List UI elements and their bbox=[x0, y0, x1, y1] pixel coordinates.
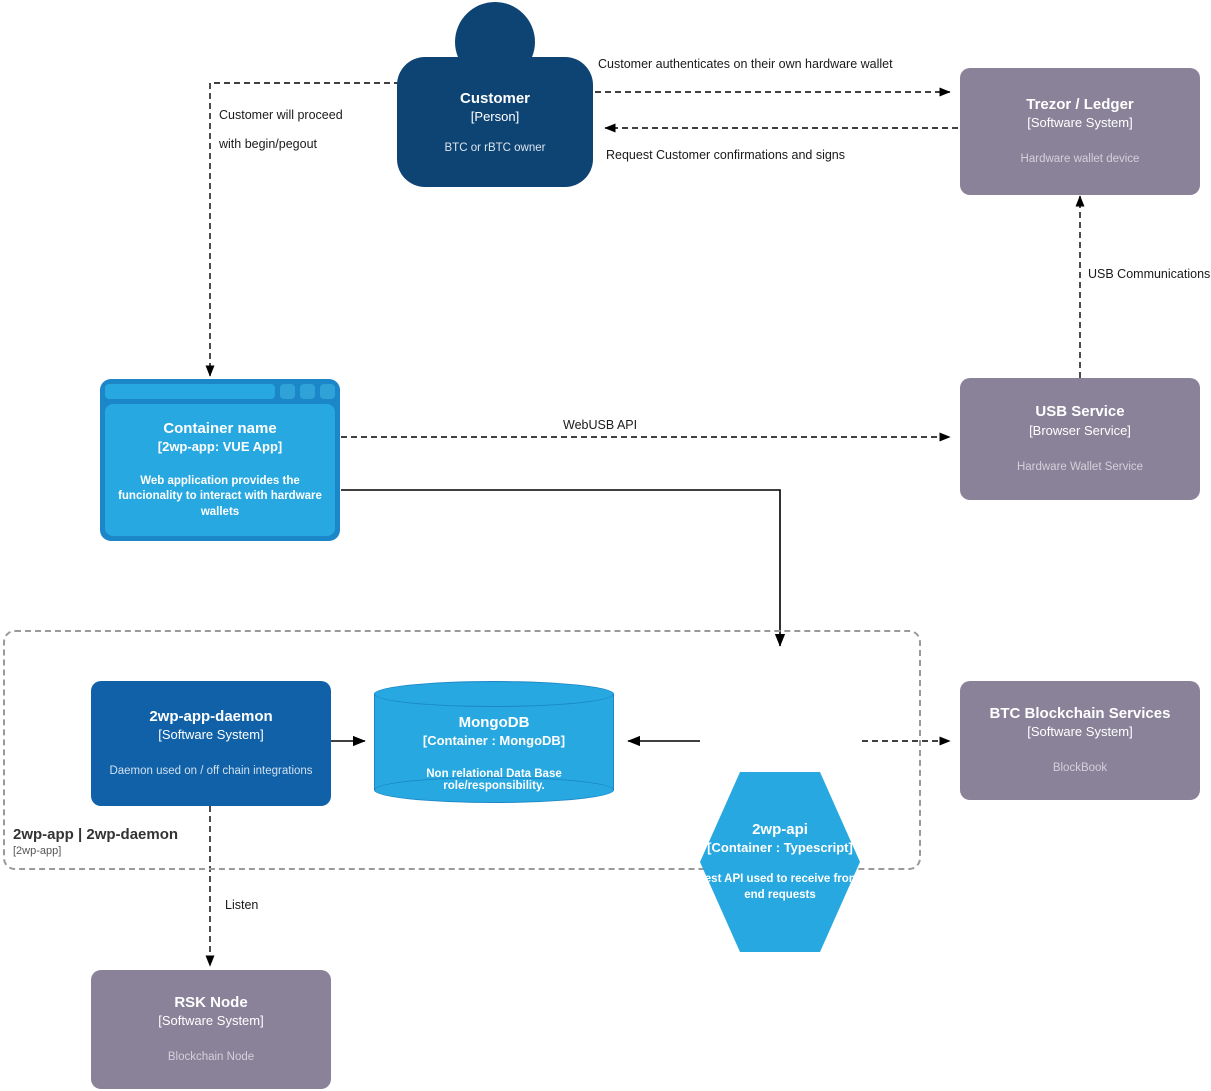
node-description: Blockchain Node bbox=[167, 1051, 255, 1064]
cylinder-top bbox=[374, 681, 614, 707]
node-type: [Software System] bbox=[158, 727, 264, 743]
node-description: Web application provides the funcionalit… bbox=[118, 474, 322, 518]
cylinder-bottom bbox=[374, 777, 614, 803]
edge-label-trezor-to-customer: Request Customer confirmations and signs bbox=[606, 148, 846, 162]
boundary-type: [2wp-app] bbox=[13, 845, 62, 857]
browser-button-1-icon bbox=[280, 384, 295, 399]
node-title: 2wp-app-daemon bbox=[149, 707, 273, 725]
node-btc-blockchain-services[interactable]: BTC Blockchain Services [Software System… bbox=[960, 681, 1200, 800]
node-type: [Software System] bbox=[1027, 115, 1133, 131]
edge-label-customer-to-trezor: Customer authenticates on their own hard… bbox=[598, 57, 893, 71]
node-title: RSK Node bbox=[174, 993, 248, 1011]
edge-container-to-api bbox=[341, 489, 786, 647]
boundary-2wp-app bbox=[3, 630, 921, 870]
node-rsk-node[interactable]: RSK Node [Software System] Blockchain No… bbox=[91, 970, 331, 1089]
cylinder-body bbox=[374, 694, 614, 790]
node-title: Container name bbox=[163, 419, 277, 437]
node-title: 2wp-api bbox=[752, 820, 808, 838]
browser-button-3-icon bbox=[320, 384, 335, 399]
node-2wp-api[interactable]: 2wp-api [Container : Typescript] Rest AP… bbox=[696, 772, 864, 952]
node-customer[interactable]: Customer [Person] BTC or rBTC owner bbox=[397, 2, 593, 187]
edge-label-usb-communications: USB Communications bbox=[1088, 267, 1211, 281]
node-trezor-ledger[interactable]: Trezor / Ledger [Software System] Hardwa… bbox=[960, 68, 1200, 195]
node-title: USB Service bbox=[1035, 403, 1125, 421]
node-title: MongoDB bbox=[458, 714, 530, 732]
node-type: [Browser Service] bbox=[1029, 422, 1131, 438]
browser-button-2-icon bbox=[300, 384, 315, 399]
node-title: Trezor / Ledger bbox=[1026, 95, 1134, 113]
node-description: Daemon used on / off chain integrations bbox=[109, 765, 313, 778]
browser-chrome bbox=[105, 384, 335, 399]
node-type: [Container : MongoDB] bbox=[422, 733, 566, 749]
node-description: BTC or rBTC owner bbox=[444, 142, 546, 155]
node-type: [Software System] bbox=[1027, 724, 1133, 740]
browser-urlbar bbox=[105, 384, 275, 399]
node-description: Hardware Wallet Service bbox=[1016, 460, 1144, 473]
boundary-label: 2wp-app | 2wp-daemon [2wp-app] bbox=[13, 826, 313, 857]
node-2wp-app-daemon[interactable]: 2wp-app-daemon [Software System] Daemon … bbox=[91, 681, 331, 806]
node-type: [Software System] bbox=[158, 1013, 264, 1029]
node-title: Customer bbox=[459, 89, 530, 107]
node-type: [2wp-app: VUE App] bbox=[157, 438, 283, 454]
hexagon-label: 2wp-api [Container : Typescript] Rest AP… bbox=[696, 772, 863, 952]
edge-label-listen: Listen bbox=[225, 898, 259, 912]
edge-label-customer-to-container-line2: with begin/pegout bbox=[219, 137, 317, 151]
node-type: [Container : Typescript] bbox=[707, 839, 853, 855]
node-container-name[interactable]: Container name [2wp-app: VUE App] Web ap… bbox=[100, 379, 340, 541]
node-description: Rest API used to receive front-end reque… bbox=[696, 873, 864, 901]
node-mongodb[interactable]: MongoDB [Container : MongoDB] Non relati… bbox=[374, 681, 614, 803]
edge-customer-to-container bbox=[205, 82, 420, 377]
hexagon-shape bbox=[700, 772, 860, 952]
cylinder-label: MongoDB [Container : MongoDB] Non relati… bbox=[374, 703, 614, 803]
node-type: [Person] bbox=[470, 108, 520, 124]
node-usb-service[interactable]: USB Service [Browser Service] Hardware W… bbox=[960, 378, 1200, 500]
boundary-title: 2wp-app | 2wp-daemon bbox=[13, 826, 179, 843]
node-description: BlockBook bbox=[1052, 762, 1108, 775]
edge-label-webusb-api: WebUSB API bbox=[563, 418, 638, 432]
node-description: Non relational Data Base role/responsibi… bbox=[426, 767, 562, 792]
edge-label-customer-to-container-line1: Customer will proceed bbox=[219, 108, 343, 122]
node-title: BTC Blockchain Services bbox=[989, 704, 1171, 722]
browser-screen: Container name [2wp-app: VUE App] Web ap… bbox=[105, 404, 335, 536]
person-body: Customer [Person] BTC or rBTC owner bbox=[397, 57, 593, 187]
node-description: Hardware wallet device bbox=[1020, 153, 1140, 166]
